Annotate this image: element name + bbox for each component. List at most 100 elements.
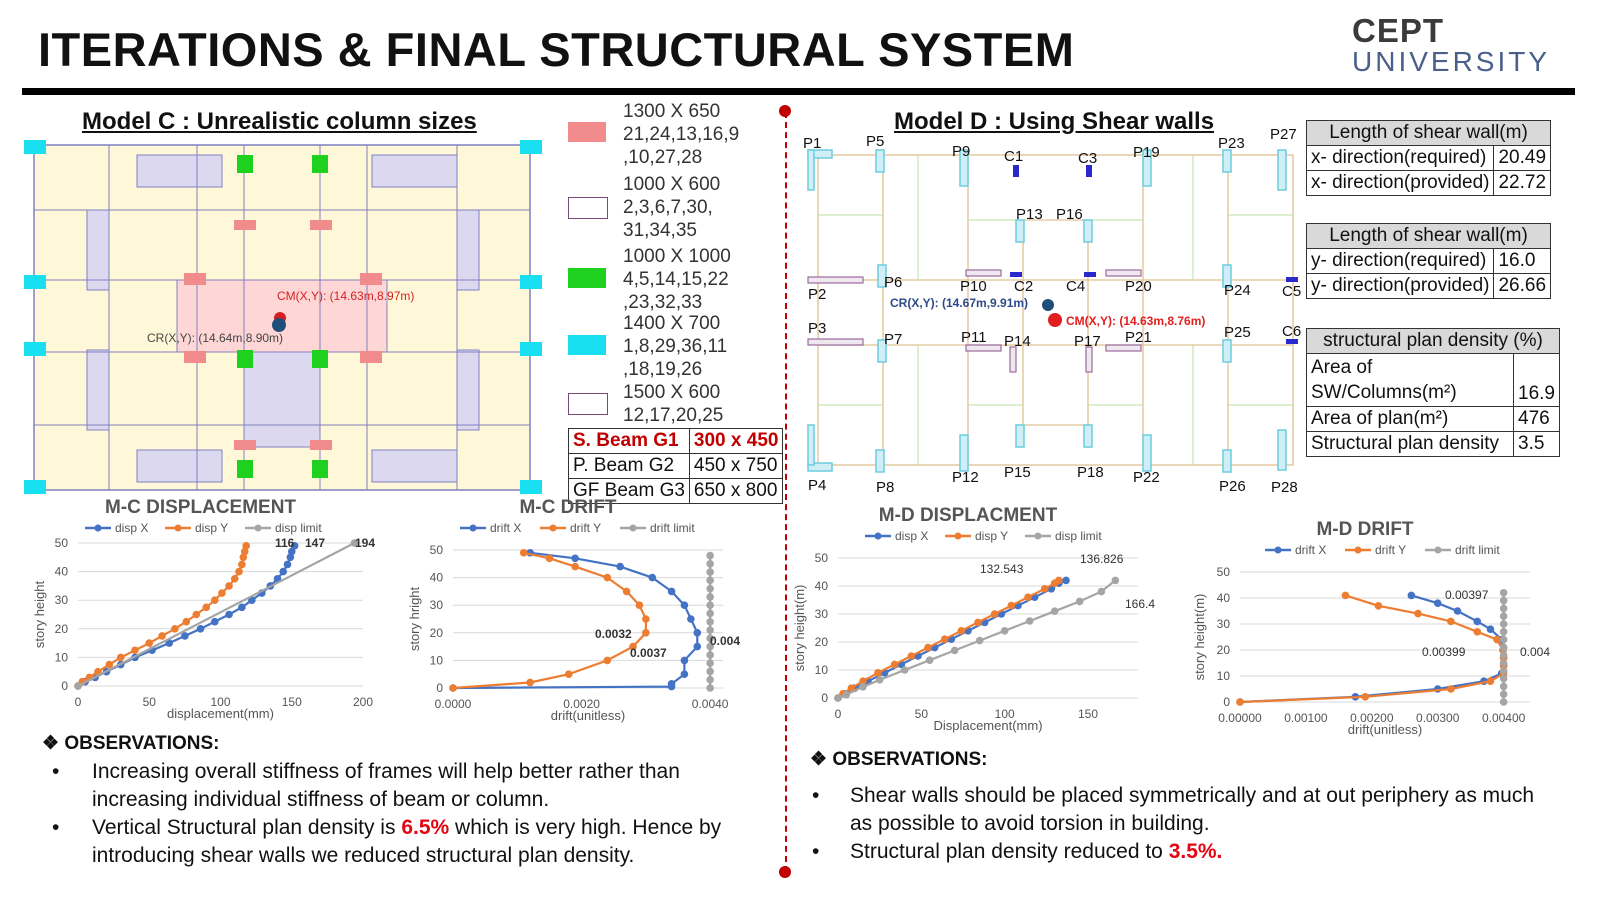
series-line-2 xyxy=(452,551,647,690)
legend-ids-1: 21,24,13,16,9 ,10,27,28 xyxy=(623,124,740,168)
y-tick-label: 40 xyxy=(815,579,829,593)
data-point xyxy=(182,617,191,626)
data-annotation: 166.4 xyxy=(1125,597,1155,611)
swx-r2-label: x- direction(provided) xyxy=(1305,170,1495,196)
data-point xyxy=(131,646,139,655)
data-point xyxy=(1493,635,1501,644)
label-P24: P24 xyxy=(1224,282,1251,299)
label-P25: P25 xyxy=(1224,324,1251,341)
data-point xyxy=(1486,625,1495,633)
mc-obs-2c: which is very high. Hence by introducing… xyxy=(92,816,722,867)
swy-r2-label: y- direction(provided) xyxy=(1305,273,1495,299)
data-annotation: 136.826 xyxy=(1080,552,1124,566)
data-point xyxy=(519,548,528,557)
y-tick-label: 50 xyxy=(815,551,829,565)
x-tick-label: 50 xyxy=(915,707,929,721)
y-tick-label: 40 xyxy=(1217,591,1231,605)
data-point xyxy=(706,626,714,634)
data-point xyxy=(286,553,295,562)
data-point xyxy=(235,567,243,576)
pd-r2-label: Area of plan(m²) xyxy=(1305,406,1515,432)
legend-ids-5: 12,17,20,25 xyxy=(623,405,724,426)
data-point xyxy=(603,656,612,665)
data-point xyxy=(571,562,579,571)
data-point xyxy=(706,551,714,560)
data-point xyxy=(181,632,189,640)
data-point xyxy=(1075,597,1084,606)
chart-title: M-D DISPLACMENT xyxy=(879,505,1058,526)
label-P26: P26 xyxy=(1219,478,1246,495)
y-tick-label: 40 xyxy=(55,565,69,579)
data-point xyxy=(629,642,637,651)
data-point xyxy=(706,642,714,651)
legend-label-1: disp X xyxy=(895,529,928,543)
y-tick-label: 0 xyxy=(61,679,68,693)
data-annotation: 147 xyxy=(305,536,325,550)
model-c-title: Model C : Unrealistic column sizes xyxy=(82,108,477,135)
data-point xyxy=(1499,643,1508,652)
model-d-cr-marker xyxy=(1042,299,1054,311)
label-P20: P20 xyxy=(1125,278,1152,295)
data-point xyxy=(202,603,211,612)
data-point xyxy=(642,629,650,637)
legend-label-2: drift Y xyxy=(1375,543,1406,557)
data-point xyxy=(859,677,867,685)
x-tick-label: 0 xyxy=(75,695,82,709)
data-point xyxy=(680,670,689,678)
label-P18: P18 xyxy=(1077,464,1104,481)
data-point xyxy=(238,560,246,569)
data-point xyxy=(1499,596,1508,605)
data-point xyxy=(290,542,299,550)
label-P28: P28 xyxy=(1271,479,1298,496)
data-point xyxy=(1055,576,1063,585)
data-point xyxy=(1407,591,1416,600)
data-point xyxy=(283,560,292,569)
mc-observations-heading: ❖ OBSERVATIONS: xyxy=(42,733,220,754)
legend-swatch-1 xyxy=(568,122,606,142)
chart-title: M-D DRIFT xyxy=(1316,519,1413,540)
data-annotation: 0.004 xyxy=(710,634,740,648)
data-point xyxy=(1499,604,1508,613)
mc-obs-1: Increasing overall stiffness of frames w… xyxy=(92,760,680,811)
data-point xyxy=(1447,685,1455,693)
label-P2: P2 xyxy=(808,286,826,303)
x-tick-label: 0.0020 xyxy=(563,697,600,711)
data-point xyxy=(1499,698,1508,706)
label-P3: P3 xyxy=(808,320,826,337)
data-point xyxy=(616,562,624,571)
data-point xyxy=(240,547,249,556)
label-C3: C3 xyxy=(1078,150,1097,167)
data-point xyxy=(706,568,714,576)
x-axis-label: drift(unitless) xyxy=(551,708,625,723)
x-tick-label: 200 xyxy=(353,695,373,709)
model-d-cm-label: CM(X,Y): (14.63m,8.76m) xyxy=(1066,314,1205,328)
label-P1: P1 xyxy=(803,135,821,152)
label-P21: P21 xyxy=(1125,329,1152,346)
beam-size-1: 300 x 450 xyxy=(688,428,784,454)
data-point xyxy=(211,617,219,626)
data-point xyxy=(1499,651,1508,659)
mc-obs-2b: 6.5% xyxy=(401,816,450,839)
pd-r3-value: 3.5 xyxy=(1513,431,1560,457)
model-d-cr-label: CR(X,Y): (14.67m,9.91m) xyxy=(890,296,1028,310)
data-point xyxy=(957,627,966,635)
data-point xyxy=(1499,620,1508,628)
y-tick-label: 0 xyxy=(436,681,443,695)
data-point xyxy=(924,643,932,652)
data-point xyxy=(1097,587,1106,596)
label-P11: P11 xyxy=(961,329,987,346)
y-tick-label: 10 xyxy=(430,653,444,667)
series-line-3 xyxy=(77,542,355,687)
data-point xyxy=(218,589,226,597)
data-point xyxy=(1024,593,1032,601)
x-tick-label: 0.0000 xyxy=(435,697,472,711)
data-point xyxy=(105,660,114,669)
data-point xyxy=(974,618,982,627)
data-point xyxy=(1414,609,1422,618)
label-P4: P4 xyxy=(808,477,826,494)
series-line-2 xyxy=(77,545,248,687)
data-point xyxy=(667,680,676,688)
label-P13: P13 xyxy=(1016,206,1043,223)
legend-marker-2 xyxy=(954,532,962,540)
